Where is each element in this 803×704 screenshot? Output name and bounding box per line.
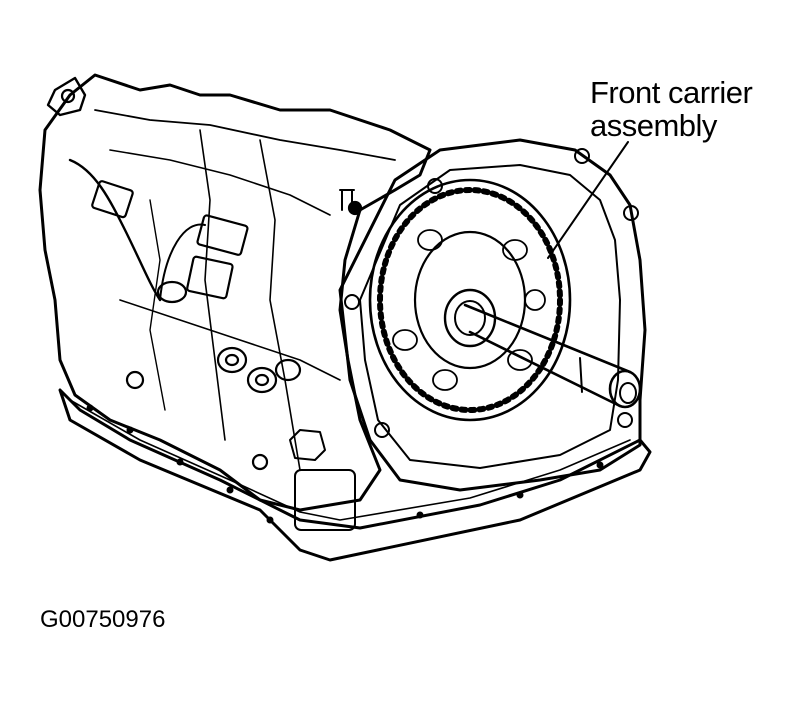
connector-1	[91, 180, 134, 219]
callout-label-line1: Front carrier	[590, 75, 753, 110]
input-shaft	[463, 303, 632, 408]
fitting-1	[216, 346, 248, 374]
shaft-end	[608, 369, 642, 409]
bell-housing	[338, 138, 647, 492]
connector-3	[186, 255, 234, 300]
fitting-2	[246, 366, 278, 394]
pan-bolts	[86, 404, 604, 524]
front-carrier-teeth	[377, 187, 563, 413]
fitting-3	[274, 358, 302, 382]
front-carrier-ring	[368, 178, 572, 422]
vent-stud	[339, 189, 355, 211]
mount-bracket	[46, 76, 87, 117]
input-bearing	[443, 288, 497, 348]
solenoid	[156, 280, 188, 304]
oil-pan-flange	[69, 399, 631, 521]
bell-housing-inner	[359, 164, 621, 469]
carrier-windows	[392, 229, 546, 391]
transmission-case	[38, 73, 432, 512]
wire-harness	[68, 158, 162, 302]
connector-2	[196, 214, 249, 256]
callout-leader	[547, 141, 629, 259]
callout-label-line2: assembly	[590, 108, 717, 143]
oil-pan	[58, 388, 652, 562]
figure-id-label: G00750976	[40, 606, 166, 633]
case-rib-low	[119, 299, 341, 381]
case-rib-mid	[109, 149, 331, 216]
valve-body-boss	[289, 429, 326, 461]
case-rib-top	[94, 109, 396, 161]
